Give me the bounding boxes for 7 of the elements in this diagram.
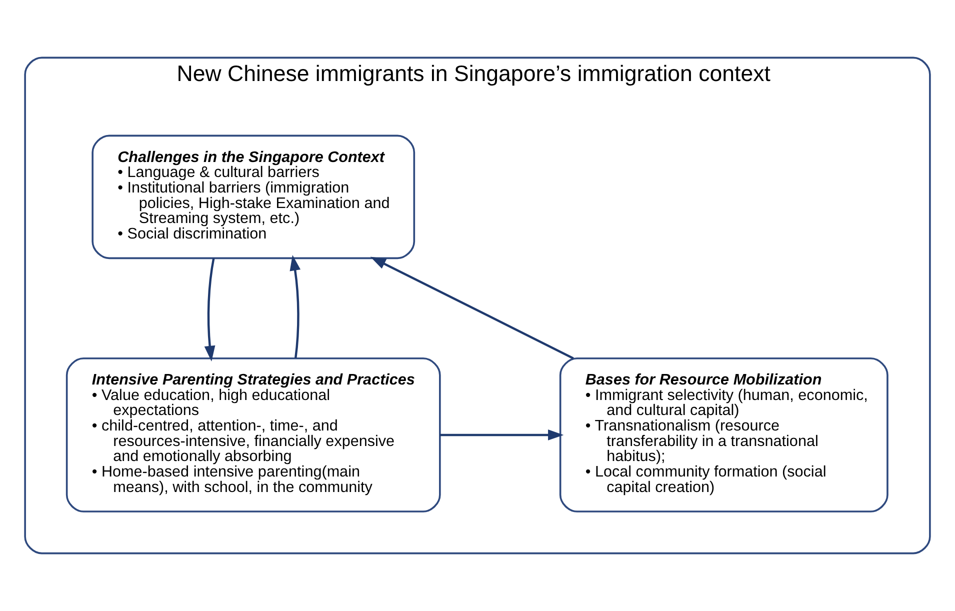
arrow xyxy=(370,256,574,360)
node-box: Intensive Parenting Strategies and Practices • Value education, high educational expectations • child-centred, attention-, time-, and resources-intensive, financially expensive and emotionally absorbing • Home-based intensive parenting(main means), with school, in the community xyxy=(66,358,441,512)
arrow xyxy=(290,254,301,358)
arrow xyxy=(440,430,564,440)
node-box: Challenges in the Singapore Context • Language & cultural barriers • Institutional barriers (immigration policies, High-stake Examination and Streaming system, etc.) • Social discrimination xyxy=(92,134,416,260)
node-box: Bases for Resource Mobilization • Immigrant selectivity (human, economic, and cultural capital) • Transnationalism (resource transferability in a transnational habitus); • Local community formation (social capital creation) xyxy=(559,358,888,512)
arrow xyxy=(204,258,216,362)
